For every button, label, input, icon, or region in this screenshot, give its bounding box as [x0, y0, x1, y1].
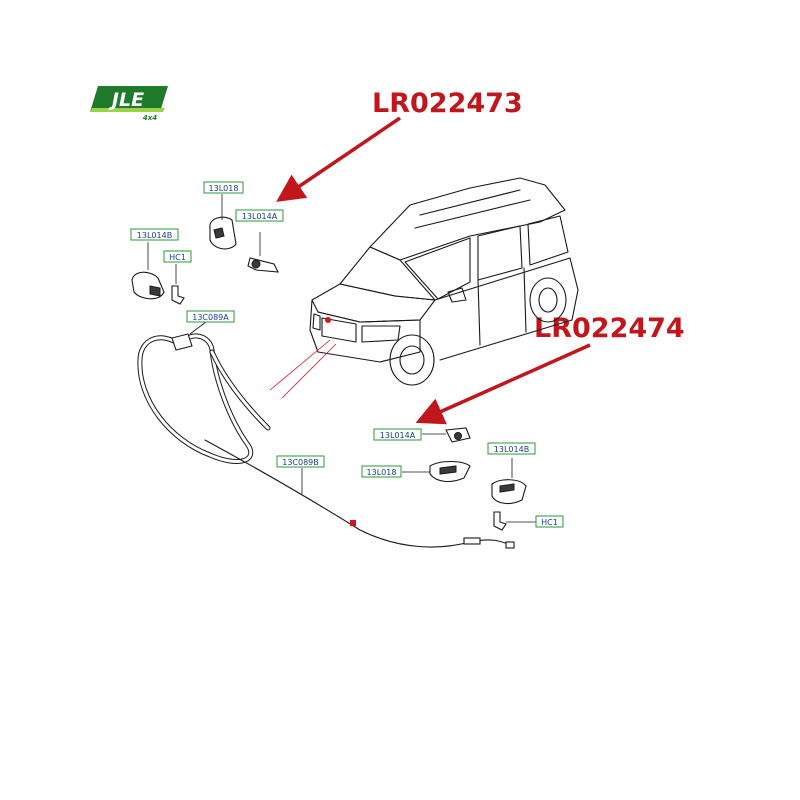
hose-clip-hc1-left [171, 285, 185, 305]
right-washer-parts [301, 427, 536, 531]
label-text: 13C089A [192, 313, 229, 322]
label-text: 13L014B [137, 231, 172, 240]
part-labels: 13L018 13L014A 13L014B HC1 13C089A 13C08… [130, 181, 564, 528]
jet-housing-detail [149, 285, 161, 297]
label-box [361, 465, 402, 478]
callout-upper-arrow [276, 116, 401, 202]
label-box [235, 209, 284, 222]
label-13c089b: 13C089B [276, 455, 325, 468]
jet-nozzle [454, 432, 462, 440]
vehicle-illustration [269, 177, 579, 399]
label-box [203, 181, 244, 194]
jet-housing-detail [499, 483, 515, 493]
vehicle-grille [321, 317, 357, 343]
callout-lower: LR022474 [534, 313, 685, 344]
label-13l014a-top: 13L014A [235, 209, 284, 222]
label-box [186, 310, 235, 323]
label-text: 13L014B [494, 445, 529, 454]
side-window-rear [477, 225, 523, 281]
label-box [535, 515, 564, 528]
label-13c089a: 13C089A [186, 310, 235, 323]
vehicle-body-side [434, 257, 579, 361]
hose-13c089a-inner [138, 334, 253, 464]
rear-wheel [529, 277, 567, 323]
rear-wheel-hub [538, 287, 558, 313]
callout-upper: LR022473 [372, 88, 523, 119]
hose-connector [463, 537, 481, 545]
label-hc1-left: HC1 [163, 250, 192, 263]
vehicle-roof [369, 177, 566, 261]
label-box [373, 428, 422, 441]
logo-subtext: 4x4 [143, 114, 157, 122]
label-13l018-bottom: 13L018 [361, 465, 402, 478]
callout-lower-arrow [415, 343, 591, 425]
vehicle-windshield [339, 246, 436, 301]
label-text: 13C089B [282, 458, 319, 467]
door-line [523, 267, 527, 333]
label-box [130, 228, 179, 241]
label-box [276, 455, 325, 468]
washer-hose-assembly [137, 333, 515, 549]
hose-13c089b [204, 439, 513, 548]
jet-cover-detail [213, 227, 225, 239]
vehicle-bonnet [311, 283, 436, 323]
location-leader [269, 339, 331, 391]
hose-end-fitting [505, 541, 515, 549]
label-text: 13L014A [242, 212, 278, 221]
roof-rail [419, 189, 521, 216]
label-13l018-top: 13L018 [203, 181, 244, 194]
label-text: 13L018 [367, 468, 397, 477]
hose-13c089a-tail-inner [210, 350, 270, 430]
logo-accent [90, 108, 165, 112]
headlamp-left [312, 313, 321, 331]
roof-rail [414, 199, 531, 229]
front-wheel [389, 334, 435, 386]
side-mirror [447, 287, 467, 303]
front-wheel-hub [399, 345, 425, 375]
label-text: 13L014A [380, 431, 416, 440]
label-13l014b-left: 13L014B [130, 228, 179, 241]
label-13l014a-bottom: 13L014A [373, 428, 422, 441]
logo-text: JLE [108, 89, 144, 111]
jet-cover-detail [439, 465, 457, 475]
left-washer-parts [131, 194, 279, 335]
logo-bar [90, 86, 168, 112]
hose-t-connector [171, 333, 193, 351]
hose-clip-hc1-right [493, 511, 507, 531]
label-13l014b-right: 13L014B [487, 442, 536, 455]
jet-housing-13l014b-right [491, 479, 527, 505]
side-window-front [404, 237, 471, 300]
label-box [487, 442, 536, 455]
location-leader [281, 343, 337, 399]
label-text: HC1 [169, 253, 186, 262]
vehicle-front [309, 299, 421, 363]
leader [189, 321, 207, 335]
hose-joint-marker [350, 520, 356, 526]
side-window-quarter [527, 215, 569, 266]
jet-location-marker [325, 317, 331, 323]
jet-nozzle [251, 259, 261, 269]
hose-13c089a [137, 333, 254, 465]
label-box [163, 250, 192, 263]
jle-logo: JLE 4x4 [90, 86, 168, 122]
label-text: 13L018 [209, 184, 239, 193]
headlamp [361, 325, 401, 343]
label-text: HC1 [541, 518, 558, 527]
door-line [477, 279, 481, 346]
label-hc1-right: HC1 [535, 515, 564, 528]
